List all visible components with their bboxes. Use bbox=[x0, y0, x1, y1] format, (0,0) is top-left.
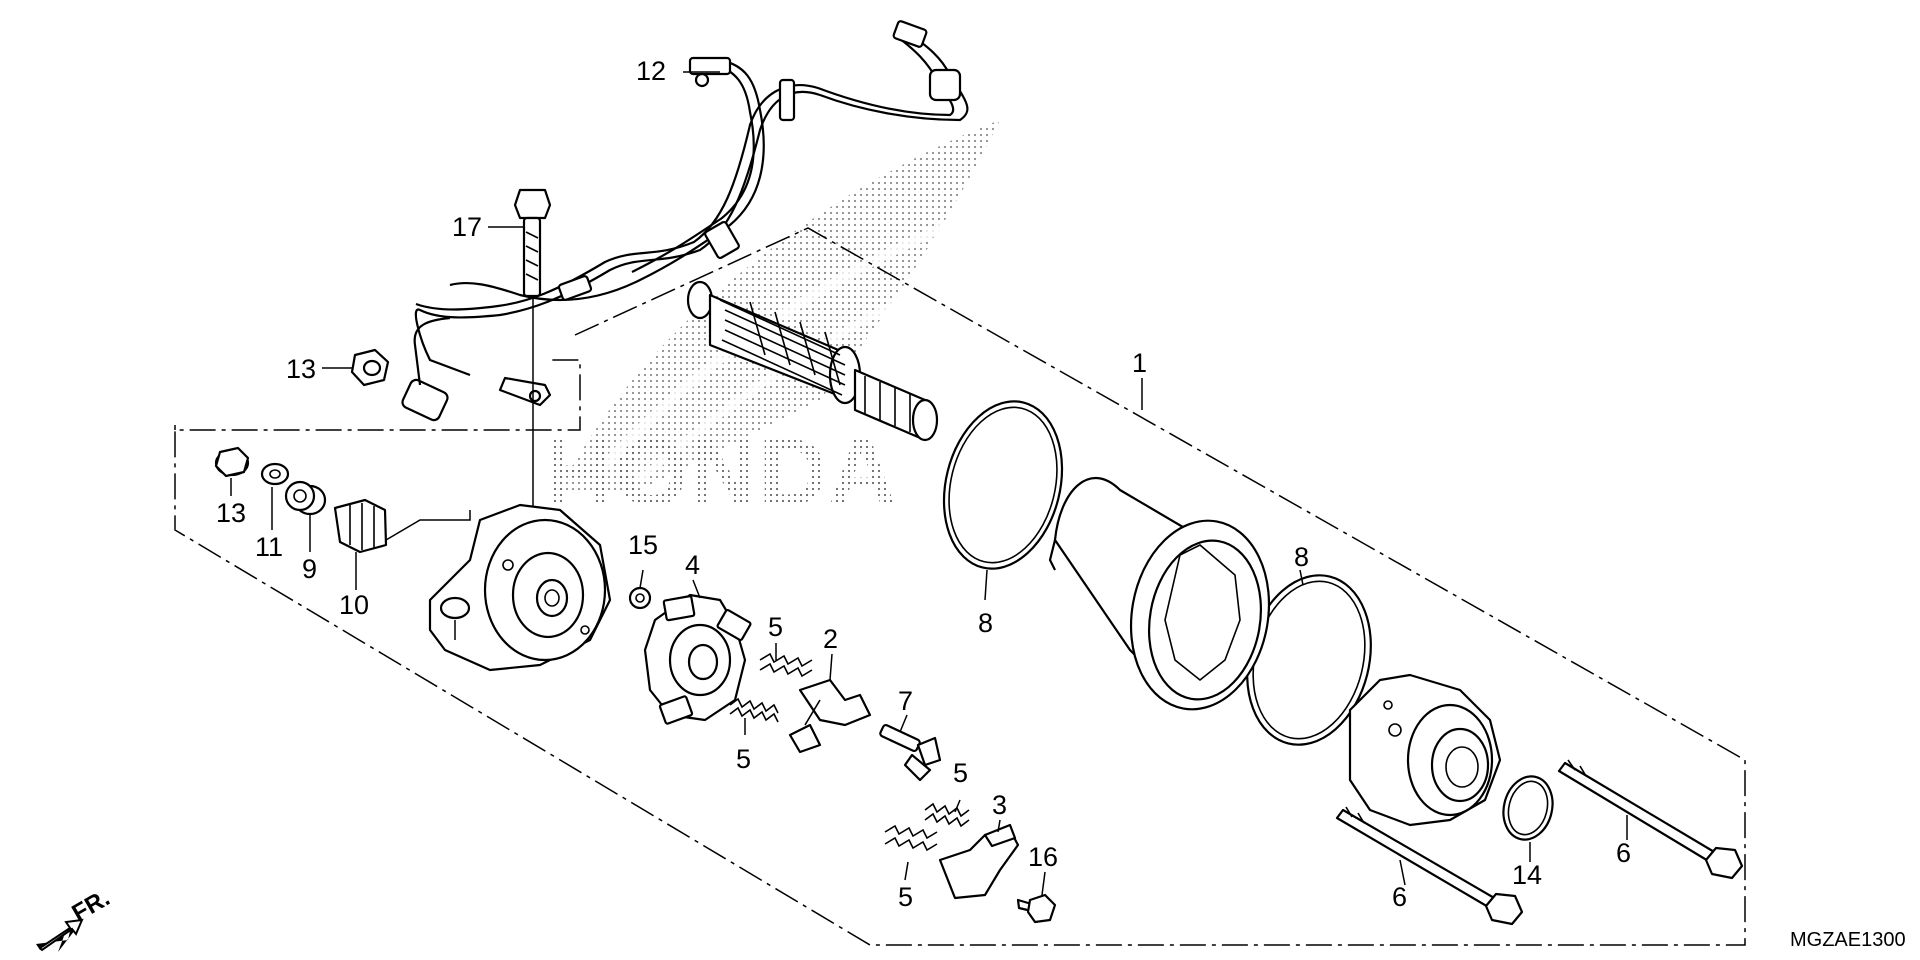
callout-15: 15 bbox=[628, 530, 658, 560]
callout-12: 12 bbox=[636, 56, 666, 86]
callout-8a: 8 bbox=[978, 608, 993, 638]
callout-4: 4 bbox=[685, 550, 700, 580]
assembly-boundary bbox=[174, 227, 1746, 946]
callout-5a: 5 bbox=[768, 612, 783, 642]
springs bbox=[729, 652, 970, 852]
terminal-bolt-7 bbox=[879, 723, 942, 782]
spring-5b bbox=[729, 697, 779, 723]
callout-9: 9 bbox=[302, 554, 317, 584]
bolt-17 bbox=[513, 188, 552, 520]
front-cover bbox=[428, 503, 612, 672]
callout-8b: 8 bbox=[1294, 542, 1309, 572]
through-bolt-6-upper bbox=[1557, 759, 1744, 880]
insulator-10 bbox=[333, 498, 471, 554]
callout-16: 16 bbox=[1028, 842, 1058, 872]
callout-14: 14 bbox=[1512, 860, 1542, 890]
callout-6b: 6 bbox=[1392, 882, 1407, 912]
brush-holder-4 bbox=[643, 593, 752, 725]
callout-2: 2 bbox=[823, 624, 838, 654]
o-ring-14 bbox=[1502, 775, 1554, 841]
o-ring-8-right bbox=[1246, 574, 1372, 746]
brush-3 bbox=[938, 823, 1020, 900]
washer-11 bbox=[260, 462, 290, 486]
honda-watermark: HONDA bbox=[545, 120, 1000, 526]
callout-6a: 6 bbox=[1616, 838, 1631, 868]
insulator-9 bbox=[284, 480, 327, 516]
watermark-text: HONDA bbox=[545, 419, 897, 526]
callout-7: 7 bbox=[898, 686, 913, 716]
flange-nut-13-top bbox=[350, 348, 390, 387]
terminal-nut-13 bbox=[214, 446, 250, 478]
diagram-code: MGZAE1300 bbox=[1790, 929, 1906, 951]
o-ring-8-left bbox=[942, 400, 1064, 570]
callout-13a: 13 bbox=[286, 354, 316, 384]
spring-5d bbox=[884, 824, 938, 852]
brush-2 bbox=[788, 678, 872, 754]
rear-cover bbox=[1348, 673, 1502, 827]
armature bbox=[686, 280, 939, 442]
callout-17: 17 bbox=[452, 212, 482, 242]
callout-5d: 5 bbox=[898, 882, 913, 912]
callout-11: 11 bbox=[255, 532, 283, 562]
callout-5b: 5 bbox=[736, 744, 751, 774]
spring-5a bbox=[759, 652, 813, 678]
leader-lines bbox=[230, 71, 1628, 896]
callout-3: 3 bbox=[992, 790, 1007, 820]
front-direction-arrow: FR. bbox=[36, 884, 114, 952]
motor-case bbox=[1048, 477, 1271, 711]
starter-cable bbox=[401, 20, 969, 422]
callout-10: 10 bbox=[339, 590, 369, 620]
through-bolt-6-lower bbox=[1335, 806, 1524, 926]
o-ring-15 bbox=[628, 586, 652, 610]
spring-5c bbox=[924, 802, 970, 828]
callout-5c: 5 bbox=[953, 758, 968, 788]
callout-13b: 13 bbox=[216, 498, 246, 528]
callout-labels: 1 2 3 4 5 5 5 5 6 6 7 8 8 9 10 11 12 13 … bbox=[216, 56, 1631, 912]
screw-16 bbox=[1016, 893, 1057, 924]
callout-1: 1 bbox=[1132, 348, 1147, 378]
